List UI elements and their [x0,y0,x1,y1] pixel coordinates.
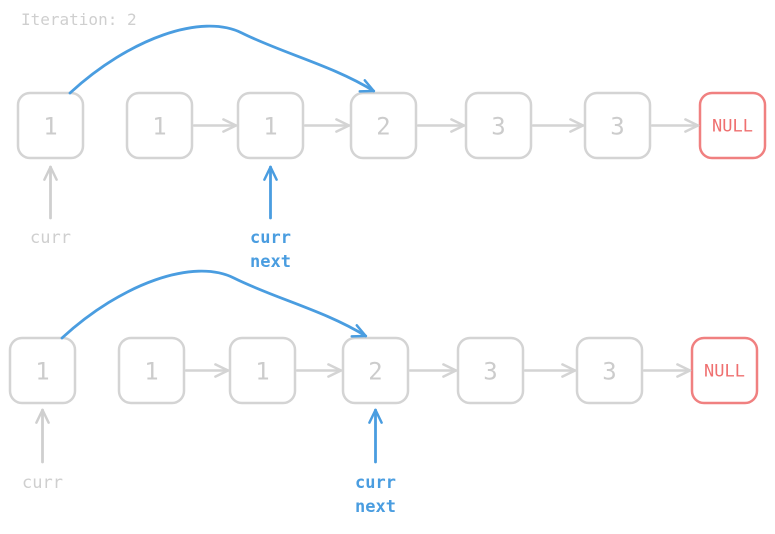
list-node: 2 [341,336,410,405]
list-node: 1 [125,91,194,160]
node-value: 1 [35,358,49,386]
list-node: 3 [464,91,533,160]
next-link-arrowhead [335,118,351,133]
next-link-arrowhead [450,118,466,133]
curr-pointer: curr [30,165,71,248]
pointer-label-next: next [355,497,396,517]
curr-next-pointer: curr next [355,408,396,517]
pointer-label-curr: curr [355,473,396,493]
list-node: 3 [456,336,525,405]
pointer-arrowhead [263,165,278,181]
list-node: 3 [583,91,652,160]
node-value: 3 [602,358,616,386]
node-box [8,336,77,405]
node-box [341,336,410,405]
linked-list-diagram-1: 1 1 1 2 3 3 NULL curr curr next [16,24,767,272]
list-node: 1 [117,336,186,405]
list-node: 1 [8,336,77,405]
node-value: 1 [152,113,166,141]
node-value: 1 [43,113,57,141]
node-value: 3 [610,113,624,141]
pointer-label-next: next [250,252,291,272]
null-node-label: NULL [712,117,753,137]
null-node-box [698,91,767,160]
next-link-arrowhead [676,363,692,378]
node-box [228,336,297,405]
node-value: 1 [255,358,269,386]
iteration-label: Iteration: 2 [21,10,137,29]
next-link-arrowhead [327,363,343,378]
next-link-arrowhead [222,118,238,133]
null-node: NULL [698,91,767,160]
node-box [456,336,525,405]
list-node: 3 [575,336,644,405]
curr-pointer: curr [22,408,63,493]
skip-link-arrowhead [350,324,367,338]
list-node: 1 [16,91,85,160]
node-box [236,91,305,160]
node-box [117,336,186,405]
null-node: NULL [690,336,759,405]
curr-next-pointer: curr next [250,165,291,272]
node-box [464,91,533,160]
linked-list-diagram-2: 1 1 1 2 3 3 NULL curr curr next [8,269,759,517]
next-link-arrowhead [561,363,577,378]
skip-link-arrow [60,269,368,340]
node-value: 3 [483,358,497,386]
node-value: 2 [368,358,382,386]
node-box [16,91,85,160]
skip-link-arrowhead [358,79,375,93]
null-node-label: NULL [704,362,745,382]
node-box [575,336,644,405]
node-value: 3 [491,113,505,141]
next-link-arrowhead [569,118,585,133]
pointer-arrowhead [35,408,50,424]
skip-link-arrow [68,24,376,95]
list-node: 2 [349,91,418,160]
list-node: 1 [236,91,305,160]
pointer-arrowhead [368,408,383,424]
node-box [349,91,418,160]
node-value: 2 [376,113,390,141]
next-link-arrowhead [214,363,230,378]
pointer-label-curr: curr [250,228,291,248]
pointer-label-curr: curr [22,473,63,493]
node-value: 1 [263,113,277,141]
pointer-label-curr: curr [30,228,71,248]
null-node-box [690,336,759,405]
next-link-arrowhead [442,363,458,378]
node-value: 1 [144,358,158,386]
node-box [583,91,652,160]
pointer-arrowhead [43,165,58,181]
next-link-arrowhead [684,118,700,133]
list-node: 1 [228,336,297,405]
node-box [125,91,194,160]
